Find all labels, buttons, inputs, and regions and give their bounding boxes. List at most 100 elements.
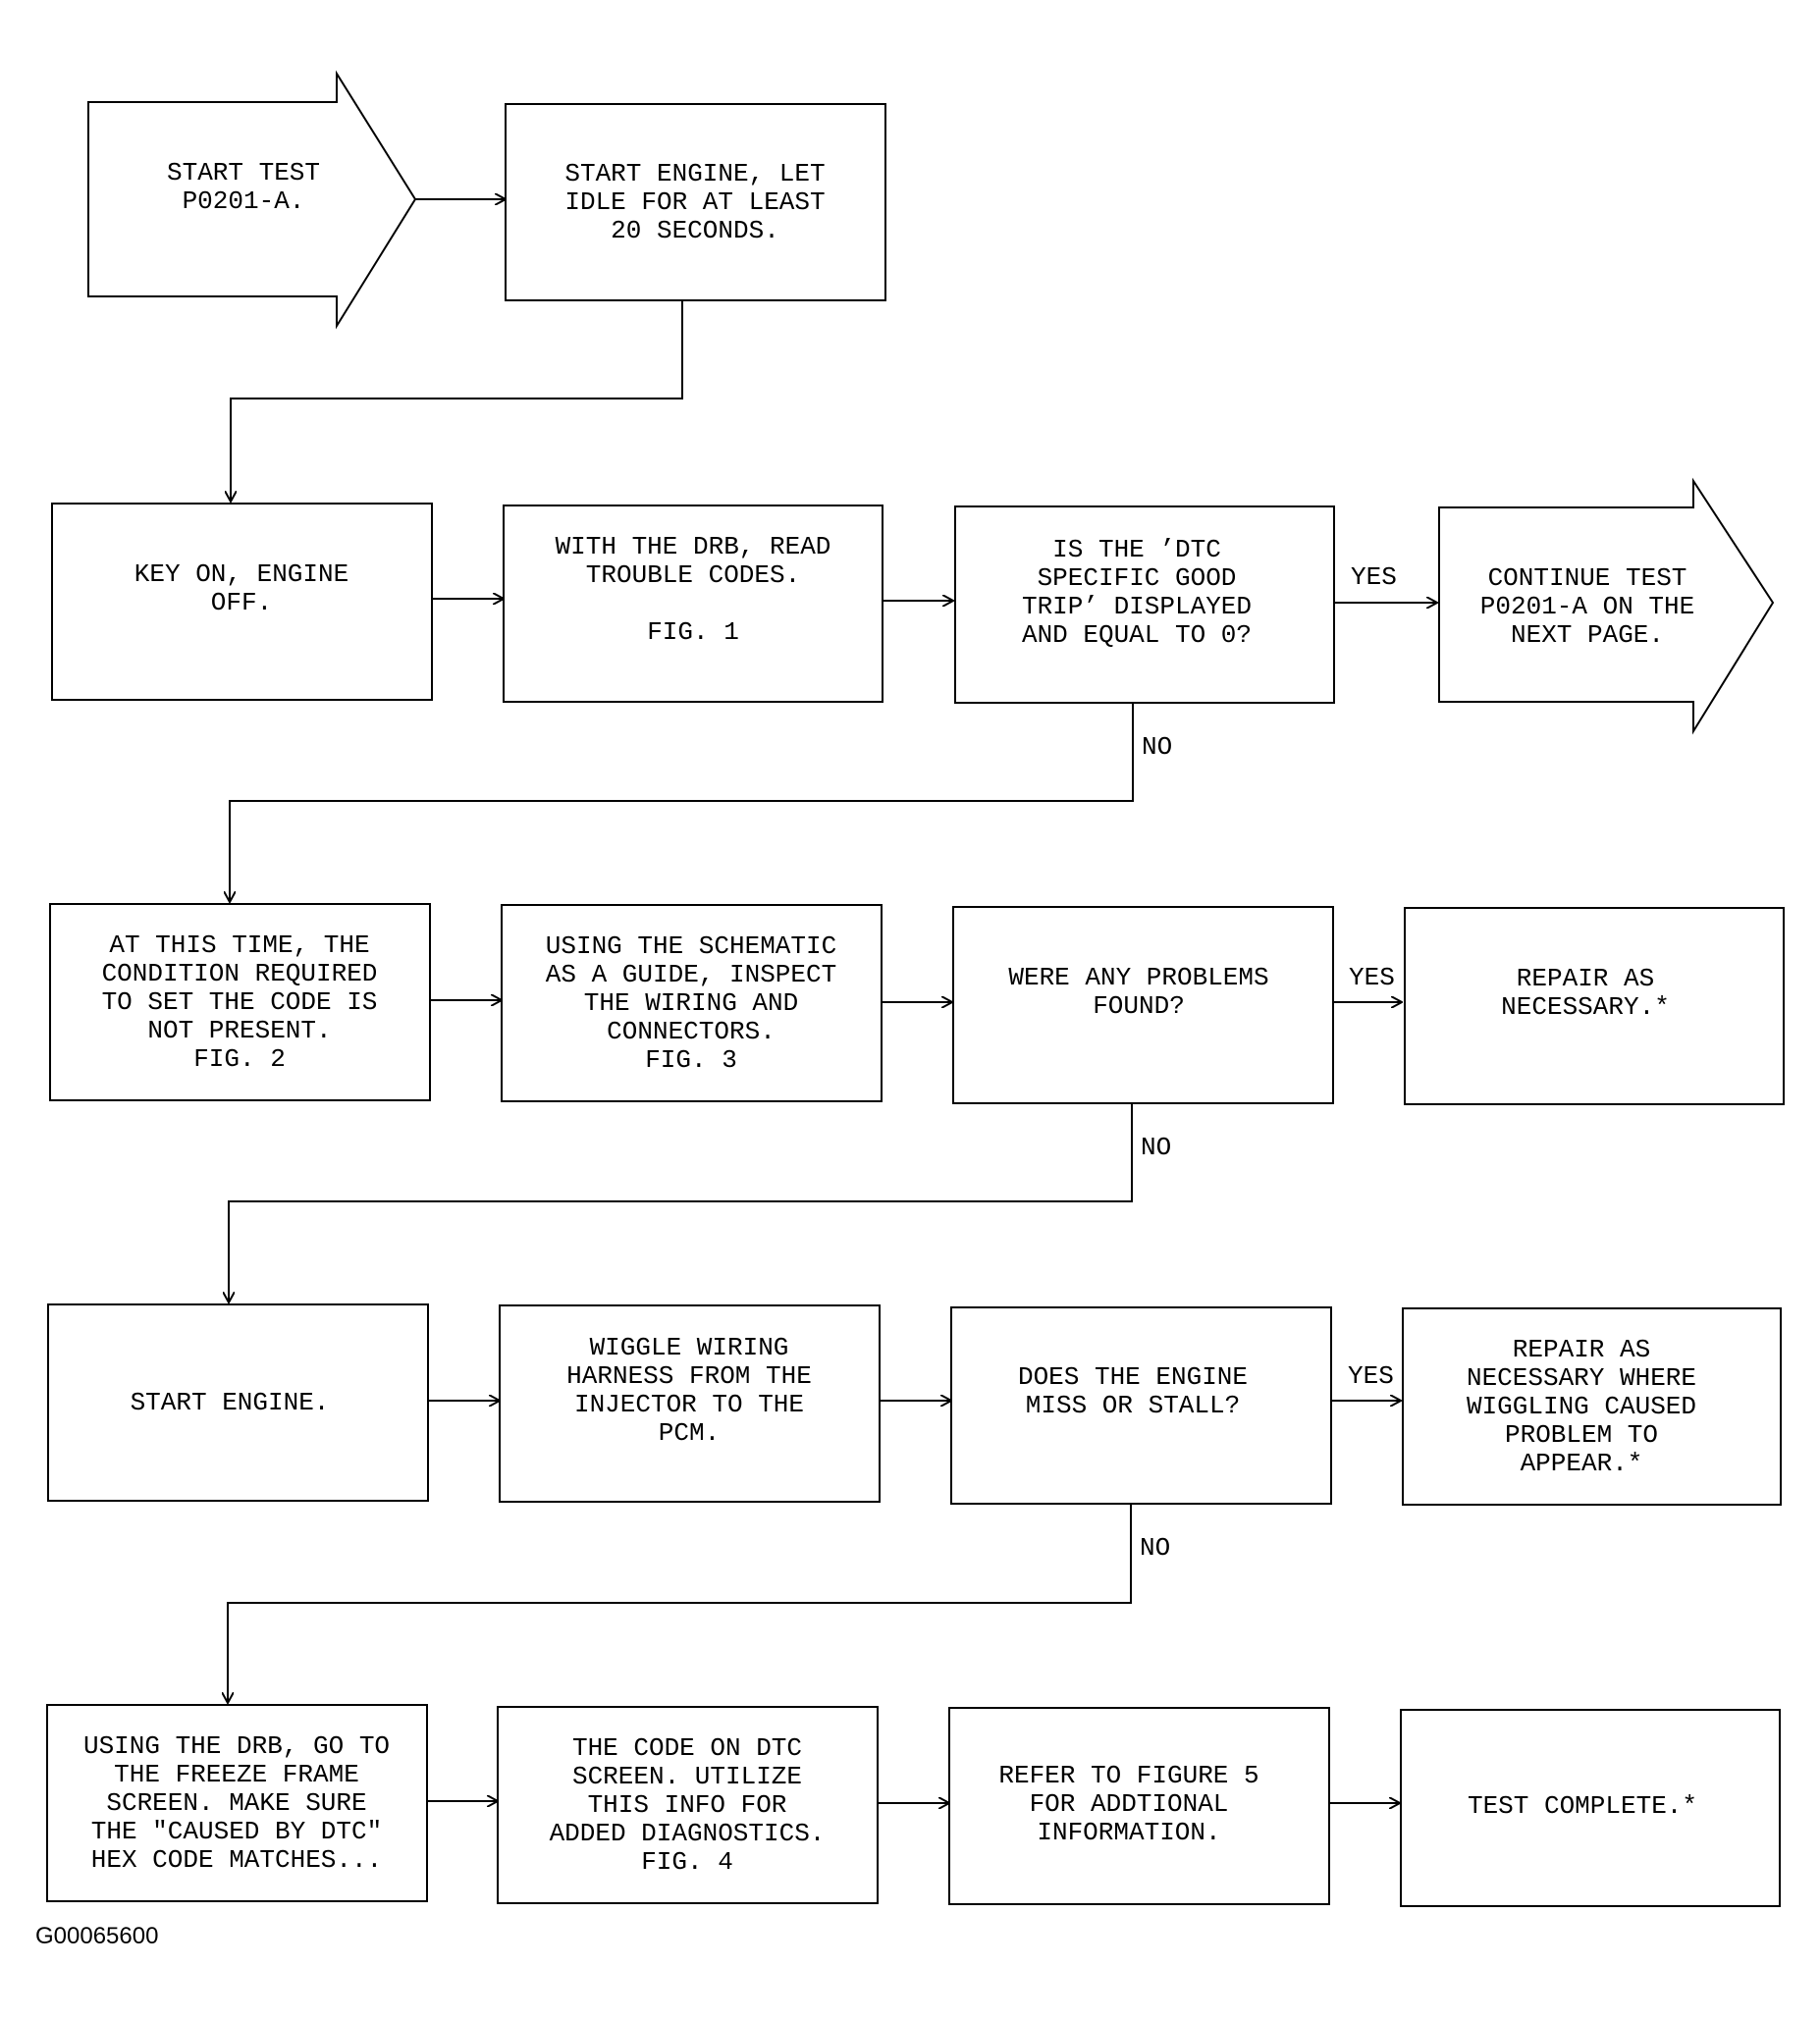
text-line: NECESSARY.* bbox=[1501, 992, 1670, 1022]
text-line: NEXT PAGE. bbox=[1511, 620, 1664, 650]
text-line: 20 SECONDS. bbox=[611, 216, 779, 245]
text-line: AS A GUIDE, INSPECT bbox=[546, 960, 836, 989]
text-line: START ENGINE, LET bbox=[564, 159, 825, 188]
text-line: INFORMATION. bbox=[1037, 1818, 1220, 1847]
start-engine-box bbox=[47, 1303, 429, 1502]
text-line: WITH THE DRB, READ bbox=[556, 532, 831, 561]
text-line: TO SET THE CODE IS bbox=[102, 987, 378, 1017]
text-line: FIG. 3 bbox=[645, 1045, 737, 1075]
text-line: IS THE ’DTC bbox=[1052, 535, 1221, 564]
text-line: REPAIR AS bbox=[1513, 1335, 1650, 1364]
text-line: REFER TO FIGURE 5 bbox=[998, 1761, 1258, 1790]
text-line: START ENGINE. bbox=[131, 1388, 330, 1417]
label-problems-no: NO bbox=[1141, 1133, 1171, 1162]
edge-miss-stall-no bbox=[228, 1505, 1132, 1703]
good-trip-question-box bbox=[954, 505, 1335, 704]
label-miss-stall-no: NO bbox=[1140, 1533, 1170, 1563]
connectors bbox=[228, 199, 1437, 1803]
edge-labels: YES NO YES NO YES NO bbox=[1140, 562, 1397, 1563]
start-arrow-shape bbox=[87, 70, 417, 330]
figure-id-label: G00065600 bbox=[35, 1923, 158, 1949]
text-line: AT THIS TIME, THE bbox=[109, 930, 369, 960]
text-line: TRIP’ DISPLAYED bbox=[1022, 592, 1252, 621]
text-line: HARNESS FROM THE bbox=[566, 1361, 812, 1391]
text-line: WERE ANY PROBLEMS bbox=[1008, 963, 1268, 992]
code-on-dtc-screen-box bbox=[497, 1706, 879, 1904]
text-line: FOUND? bbox=[1093, 991, 1185, 1021]
text-line: THE WIRING AND bbox=[584, 988, 798, 1018]
node-start-engine: START ENGINE. bbox=[47, 1303, 429, 1502]
start-engine-text: START ENGINE. bbox=[131, 1388, 330, 1417]
text-line: THE "CAUSED BY DTC" bbox=[91, 1817, 382, 1846]
repair-as-necessary-box bbox=[1404, 907, 1785, 1105]
text-line: REPAIR AS bbox=[1517, 964, 1654, 993]
text-line: PCM. bbox=[659, 1418, 720, 1448]
key-on-engine-off-box bbox=[51, 503, 433, 701]
text-line: PROBLEM TO bbox=[1505, 1420, 1658, 1450]
text-line: USING THE SCHEMATIC bbox=[546, 931, 836, 961]
text-line: APPEAR.* bbox=[1521, 1449, 1643, 1478]
text-line: HEX CODE MATCHES... bbox=[91, 1845, 382, 1875]
text-line: TEST COMPLETE.* bbox=[1468, 1791, 1697, 1821]
text-line: DOES THE ENGINE bbox=[1018, 1362, 1248, 1392]
text-line: AND EQUAL TO 0? bbox=[1022, 620, 1252, 650]
start-engine-idle-box bbox=[505, 103, 886, 301]
read-trouble-codes-box bbox=[503, 505, 883, 703]
text-line: SCREEN. MAKE SURE bbox=[106, 1788, 366, 1818]
test-complete-box bbox=[1400, 1709, 1781, 1907]
text-line: START TEST bbox=[167, 158, 320, 187]
text-line: CONDITION REQUIRED bbox=[102, 959, 378, 988]
text-line: FIG. 1 bbox=[647, 617, 739, 647]
inspect-wiring-box bbox=[501, 904, 883, 1102]
label-good-trip-no: NO bbox=[1142, 732, 1172, 762]
text-line: THE FREEZE FRAME bbox=[114, 1760, 359, 1789]
edge-problems-no bbox=[229, 1103, 1133, 1302]
freeze-frame-box bbox=[46, 1704, 428, 1902]
text-line: CONNECTORS. bbox=[607, 1017, 776, 1046]
wiggle-wiring-box bbox=[499, 1304, 881, 1503]
text-line: IDLE FOR AT LEAST bbox=[564, 187, 825, 217]
text-line: OFF. bbox=[211, 588, 272, 617]
label-miss-stall-yes: YES bbox=[1348, 1361, 1394, 1391]
text-line: FIG. 4 bbox=[641, 1847, 733, 1877]
continue-arrow-shape bbox=[1438, 477, 1775, 735]
refer-figure-5-box bbox=[948, 1707, 1330, 1905]
text-line: TROUBLE CODES. bbox=[586, 560, 800, 590]
label-problems-yes: YES bbox=[1349, 963, 1395, 992]
label-good-trip-yes: YES bbox=[1351, 562, 1397, 592]
edge-idle-to-key-on bbox=[231, 300, 683, 502]
problems-found-question-box bbox=[952, 906, 1334, 1104]
node-test-complete: TEST COMPLETE.* bbox=[1400, 1709, 1781, 1907]
text-line: MISS OR STALL? bbox=[1026, 1391, 1240, 1420]
text-line: NOT PRESENT. bbox=[147, 1016, 331, 1045]
text-line: INJECTOR TO THE bbox=[574, 1390, 804, 1419]
text-line: THE CODE ON DTC bbox=[572, 1733, 802, 1763]
miss-or-stall-question-box bbox=[950, 1306, 1332, 1505]
